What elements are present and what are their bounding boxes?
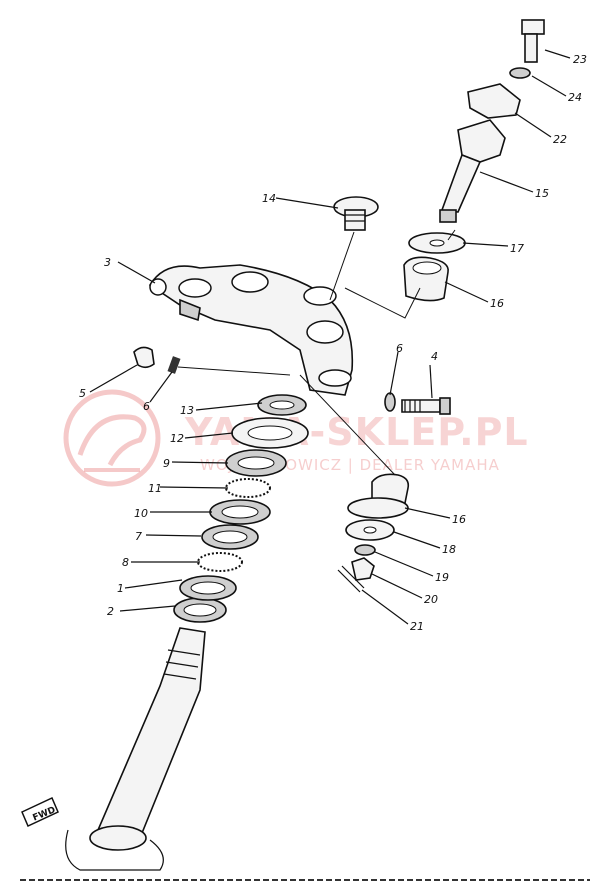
cap-nut-5 [133,346,155,369]
watermark-logo [63,389,161,487]
bearing-stack [173,394,309,623]
washer-18 [345,519,395,541]
callout-9: 9 [163,457,170,470]
steering-stem [65,627,206,871]
callout-4: 4 [431,350,438,363]
callout-1: 1 [117,582,124,595]
callout-12: 12 [170,432,184,445]
callout-18: 18 [442,543,456,556]
callout-labels: 1 2 3 4 5 6 6 7 8 9 10 11 12 13 14 15 16… [79,53,587,633]
callout-16-lower: 16 [452,513,466,526]
lower-bracket [148,264,354,396]
callout-24: 24 [568,91,582,104]
bolt-14 [333,196,379,231]
callout-6-right: 6 [396,342,403,355]
cotter-pin-21 [337,565,365,593]
callout-22: 22 [553,133,567,146]
callout-6-left: 6 [143,400,150,413]
callout-8: 8 [122,556,129,569]
callout-17: 17 [510,242,524,255]
callout-15: 15 [535,187,549,200]
callout-13: 13 [180,404,194,417]
damper-16-upper [403,256,449,302]
leader-lines [89,49,571,625]
callout-20: 20 [424,593,438,606]
pin-6 [167,356,181,374]
callout-10: 10 [134,507,148,520]
callout-23: 23 [573,53,587,66]
bolt-4 [401,397,451,415]
holder-shaft-15 [439,119,506,223]
callout-3: 3 [104,256,111,269]
callout-21: 21 [410,620,424,633]
callout-11: 11 [148,482,162,495]
callout-16-upper: 16 [490,297,504,310]
washer-19 [354,544,376,556]
assembly-lines [177,229,456,476]
washer-6 [384,392,396,412]
nut-20 [351,557,375,581]
callout-2: 2 [107,605,114,618]
callout-14: 14 [262,192,276,205]
washer-17 [408,232,466,254]
washer-24 [509,67,531,79]
callout-19: 19 [435,571,449,584]
callout-7: 7 [135,530,142,543]
fwd-arrow-icon: FWD [21,796,59,828]
handlebar-holder-22 [467,83,521,119]
callout-5: 5 [79,387,86,400]
damper-16-lower [347,473,410,519]
bolt-23 [521,19,545,63]
